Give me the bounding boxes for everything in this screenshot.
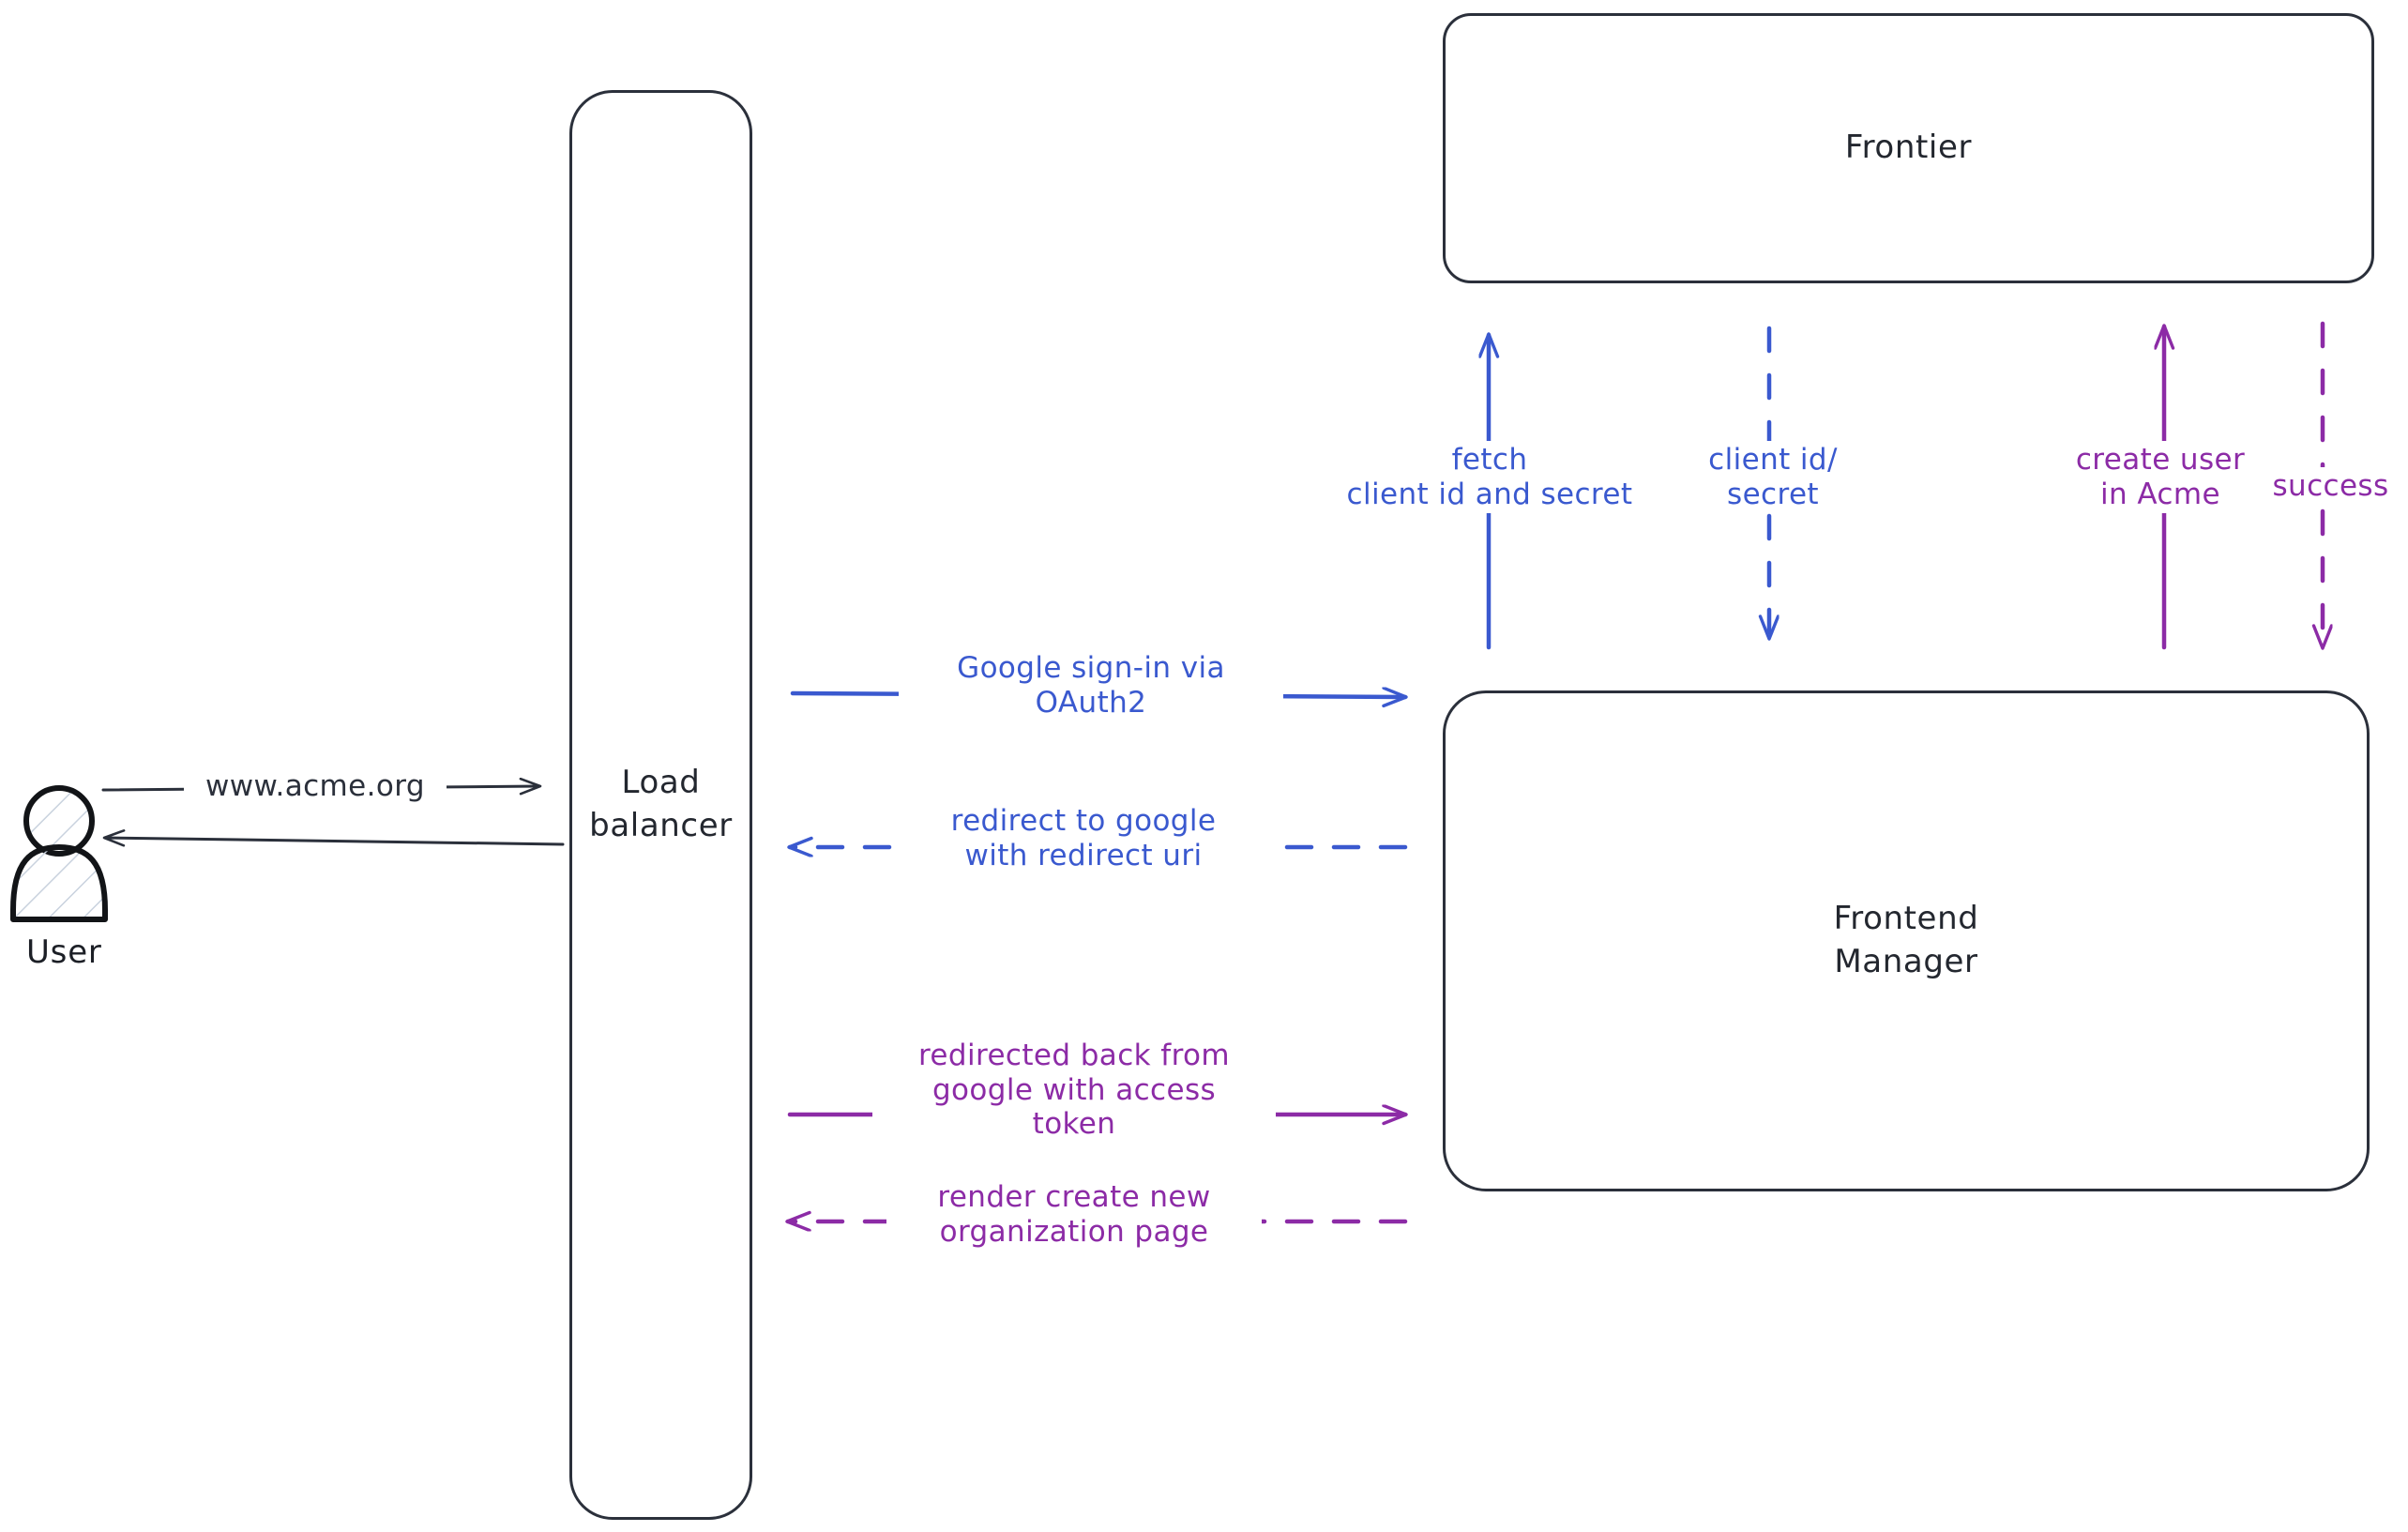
edge-label-user-to-lb: www.acme.org	[184, 767, 447, 806]
node-load-balancer[interactable]: Load balancer	[569, 90, 752, 1520]
edge-label-lb-to-fm-signin: Google sign-in via OAuth2	[899, 649, 1283, 722]
edge-label-fm-to-frontier-create-user: create user in Acme	[2043, 441, 2278, 514]
node-load-balancer-label: Load balancer	[589, 764, 733, 844]
edge-label-lb-to-fm-token: redirected back from google with access …	[872, 1037, 1276, 1144]
node-frontier[interactable]: Frontier	[1443, 13, 2374, 283]
edge-label-fm-to-lb-redirect: redirect to google with redirect uri	[896, 802, 1271, 875]
edge-label-frontier-to-fm-creds: client id/ secret	[1679, 441, 1867, 514]
node-frontier-label: Frontier	[1844, 129, 1973, 167]
user-actor-label: User	[26, 933, 102, 971]
edge-label-frontier-to-fm-success: success	[2253, 467, 2408, 506]
edge-lb-to-user	[105, 838, 565, 844]
edge-label-fm-to-frontier-fetch: fetch client id and secret	[1293, 441, 1687, 514]
person-icon	[10, 785, 108, 922]
node-frontend-manager[interactable]: Frontend Manager	[1443, 690, 2370, 1191]
node-frontend-manager-label: Frontend Manager	[1833, 900, 1979, 980]
edge-label-fm-to-lb-render: render create new organization page	[886, 1178, 1262, 1251]
